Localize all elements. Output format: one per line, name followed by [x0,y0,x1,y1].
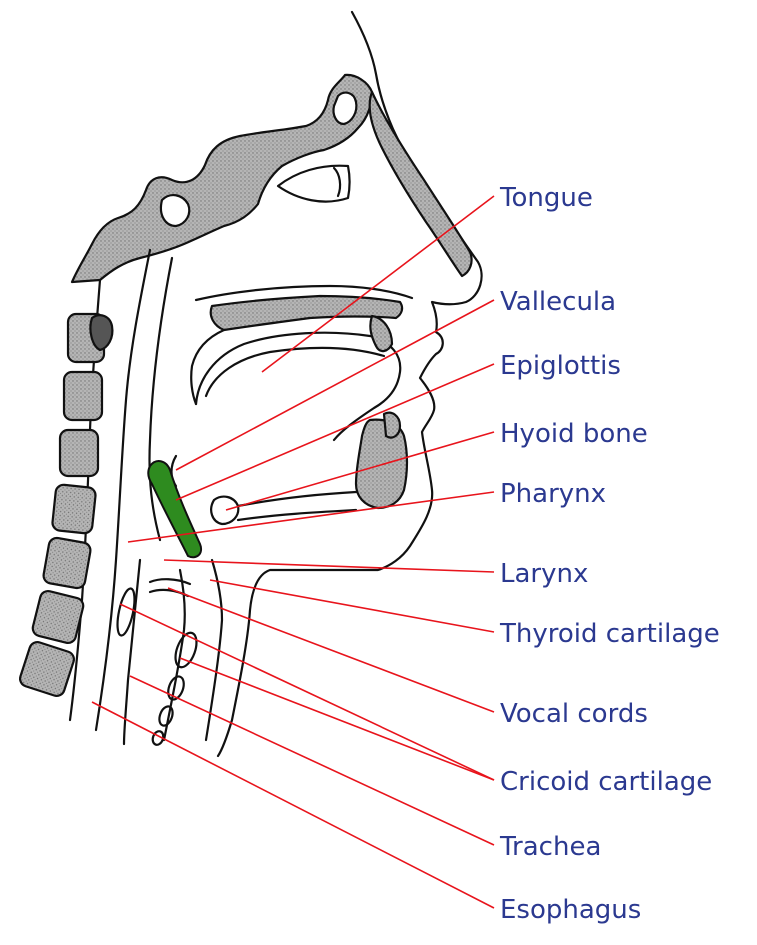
leader-cricoid-b [179,657,495,781]
leader-vallecula [175,299,495,471]
tracheal-ring [174,631,198,669]
leader-tongue [261,195,495,373]
leader-hyoid [225,431,495,511]
leader-cricoid-a [119,603,495,781]
label-epiglottis: Epiglottis [500,351,621,381]
nasal-bone [368,90,473,278]
label-pharynx: Pharynx [500,479,606,509]
label-vocal-cords: Vocal cords [500,699,648,729]
head-neck-illustration [18,10,483,758]
vertebra [51,483,97,535]
larynx-back [162,568,186,742]
label-hyoid-bone: Hyoid bone [500,419,648,449]
epiglottis-highlight [147,460,202,559]
hyoid [210,495,240,526]
label-trachea: Trachea [499,832,601,862]
lower-teeth [382,411,402,439]
soft-palate [190,328,226,406]
leader-esophagus [91,701,495,909]
labels: Tongue Vallecula Epiglottis Hyoid bone P… [499,183,720,925]
skull-bone [70,73,374,284]
vertebral-column [18,312,114,698]
leader-larynx [163,559,495,573]
leader-thyroid [209,579,495,633]
pharynx-wall-inner [148,256,174,542]
leader-vocal [167,587,495,713]
vertebra [42,536,92,590]
leader-epiglottis [175,363,495,501]
hyoid-body [236,490,358,522]
vertebra [18,640,76,698]
vertebra [58,428,100,478]
vertebra [62,370,104,422]
upper-teeth [369,314,394,353]
label-tongue: Tongue [499,183,593,213]
eye [276,164,351,203]
eye-iris [332,166,342,198]
tracheal-ring [151,730,165,746]
tracheal-ring [116,587,136,637]
skull-base-bone [89,314,114,352]
sinus-cavity-2 [159,194,191,228]
larynx-front [204,558,224,742]
vertebra [31,589,85,645]
sinus-cavity [332,91,358,126]
oral-cavity [204,346,386,398]
label-esophagus: Esophagus [500,895,641,925]
pharynx-wall [94,248,152,732]
esophagus-wall [122,558,142,746]
nasal-floor [194,284,414,302]
label-vallecula: Vallecula [500,287,616,317]
tracheal-ring [158,705,174,727]
hard-palate [209,294,404,332]
tracheal-ring [167,675,185,701]
leader-lines [91,195,495,909]
label-thyroid-cartilage: Thyroid cartilage [499,619,720,649]
leader-trachea [129,675,495,846]
label-larynx: Larynx [500,559,588,589]
leader-pharynx [127,491,495,543]
label-cricoid-cartilage: Cricoid cartilage [500,767,712,797]
